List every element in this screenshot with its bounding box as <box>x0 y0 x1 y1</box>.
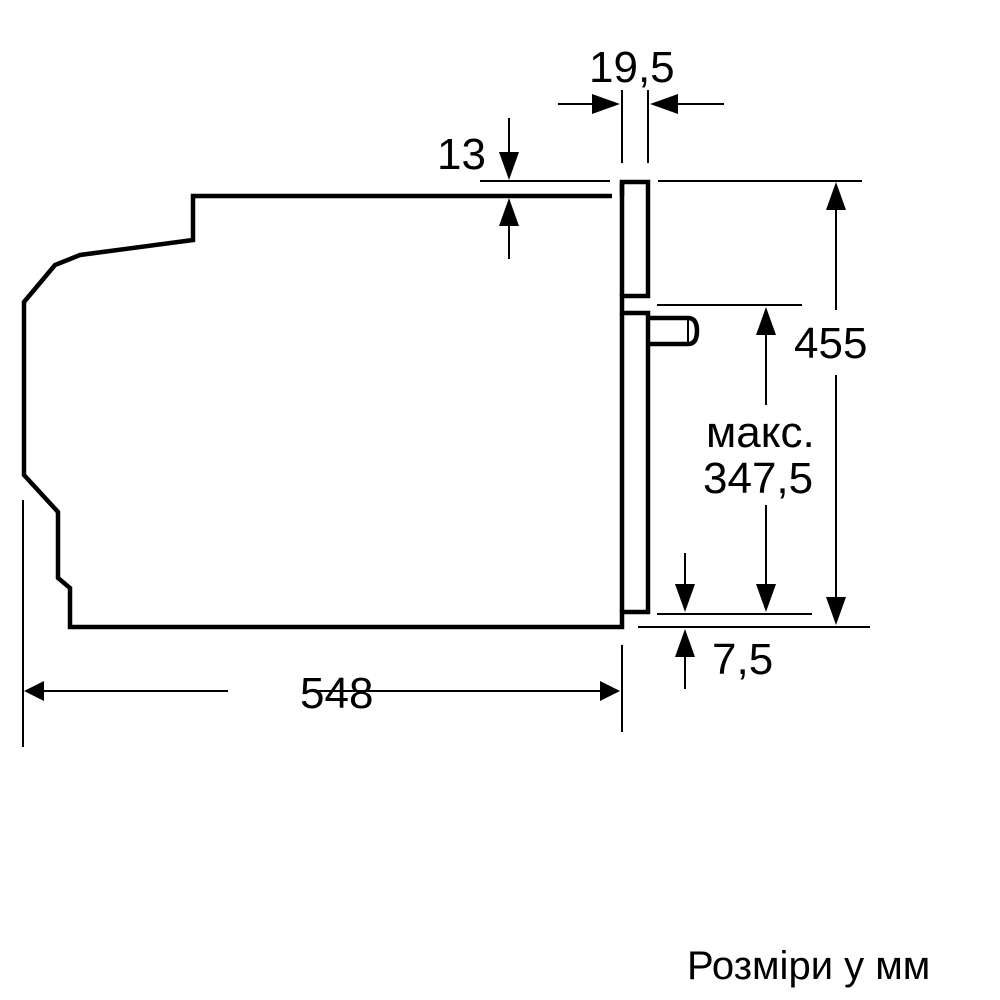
front-thickness-label: 19,5 <box>589 43 675 92</box>
max-arrow-down-icon <box>756 584 776 612</box>
max-height-label: 347,5 <box>703 454 814 503</box>
max-arrow-up-icon <box>756 307 776 335</box>
thickness-arrow-right-icon <box>650 94 678 114</box>
overall-height-label: 455 <box>794 319 868 368</box>
overall-depth-label: 548 <box>300 669 374 718</box>
handle-outline <box>648 315 700 347</box>
depth-arrow-left-icon <box>24 681 44 701</box>
bottom-offset-arrow-up-icon <box>675 629 695 657</box>
max-prefix-label: макс. <box>706 408 815 457</box>
bottom-offset-arrow-down-icon <box>675 584 695 612</box>
top-offset-label: 13 <box>437 130 486 179</box>
bottom-offset-label: 7,5 <box>712 635 774 684</box>
appliance-body-outline <box>21 179 651 630</box>
depth-arrow-right-icon <box>600 681 620 701</box>
top-offset-arrow-up-icon <box>499 198 519 226</box>
height-arrow-up-icon <box>826 182 846 210</box>
height-arrow-down-icon <box>826 597 846 625</box>
top-offset-arrow-down-icon <box>499 152 519 180</box>
units-caption: Розміри у мм <box>687 944 931 988</box>
thickness-arrow-left-icon <box>592 94 620 114</box>
